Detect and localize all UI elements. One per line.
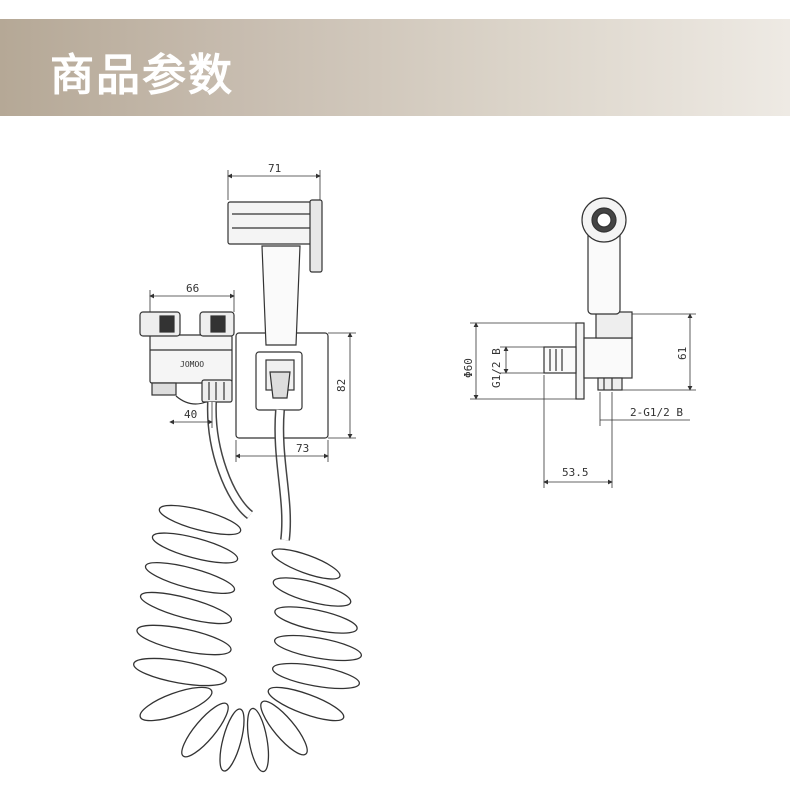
front-dimensions <box>149 170 356 462</box>
side-valve-body <box>583 337 633 379</box>
side-outlet <box>597 377 623 391</box>
brand-label: JOMOO <box>180 360 204 369</box>
side-flange <box>575 322 585 400</box>
page-title: 商品参数 <box>50 50 234 101</box>
header-banner: 商品参数 <box>0 19 790 116</box>
coiled-hose <box>133 504 363 773</box>
dim-73: 73 <box>296 442 309 455</box>
dim-g12b: G1/2 B <box>490 348 503 388</box>
front-view: JOMOO <box>133 199 363 773</box>
side-view <box>543 197 633 400</box>
spray-head <box>227 201 321 245</box>
dim-71: 71 <box>268 162 281 175</box>
valve-body <box>149 334 233 384</box>
hose-nut <box>201 379 233 403</box>
side-handle <box>587 229 621 315</box>
dim-66: 66 <box>186 282 199 295</box>
side-dimensions <box>470 313 696 488</box>
dim-2g12b: 2-G1/2 B <box>630 406 683 419</box>
side-dimension-labels: Φ60 G1/2 B 61 2-G1/2 B 53.5 <box>462 347 689 479</box>
dim-phi60: Φ60 <box>462 358 475 378</box>
side-valve-cap <box>595 311 633 339</box>
side-inlet <box>543 346 577 374</box>
dim-61: 61 <box>676 347 689 360</box>
spray-face <box>309 199 323 273</box>
dim-82: 82 <box>335 379 348 392</box>
spray-handle <box>261 245 301 346</box>
dim-40: 40 <box>184 408 197 421</box>
dim-53-5: 53.5 <box>562 466 589 479</box>
front-dimension-labels: 71 66 40 73 82 <box>184 162 348 455</box>
